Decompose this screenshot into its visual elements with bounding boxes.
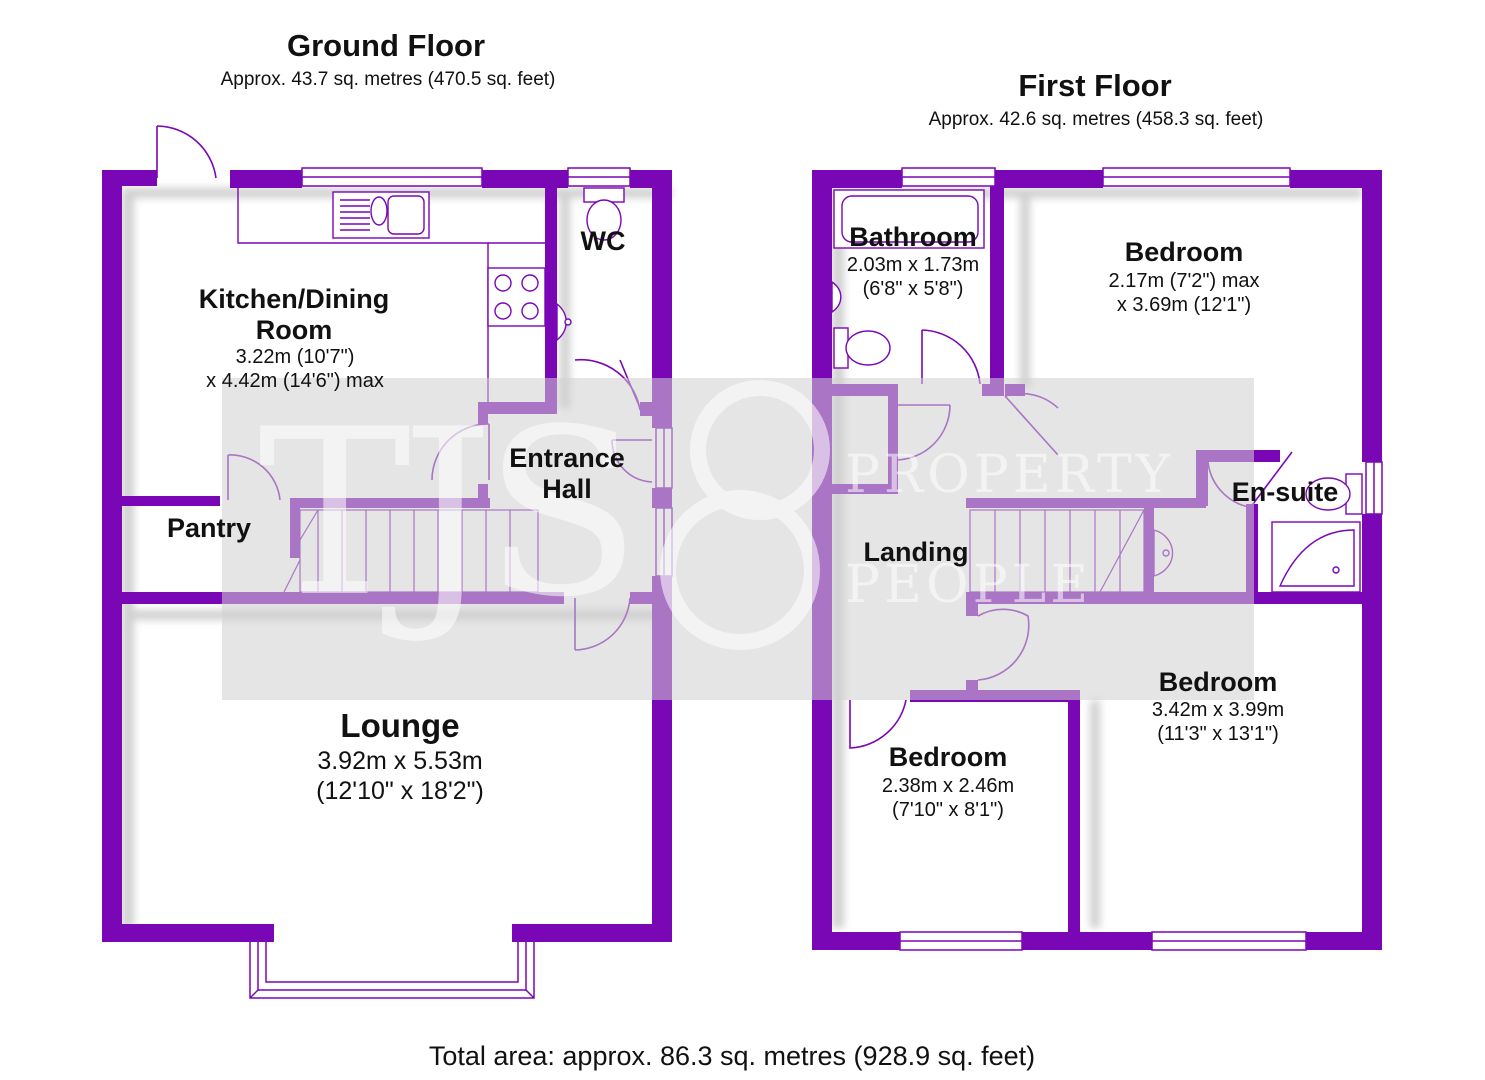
bedroom-2-label: Bedroom — [1158, 667, 1278, 697]
pantry-label: Pantry — [166, 513, 252, 543]
bedroom-3-dim-line-1: 2.38m x 2.46m — [881, 775, 1015, 797]
bathroom-dim-line-1: 2.03m x 1.73m — [846, 254, 980, 276]
lounge-dim-line-2: (12'10" x 18'2") — [316, 777, 484, 805]
kitchen-name-line-1: Kitchen/Dining — [198, 284, 390, 314]
bedroom-1-label: Bedroom — [1124, 237, 1244, 267]
kitchen-fittings — [237, 187, 625, 402]
first-floor-windows — [899, 167, 1383, 951]
watermark-line-2: PEOPLE — [845, 555, 1093, 615]
landing-label: Landing — [863, 537, 969, 567]
bedroom-1-dimensions: 2.17m (7'2") max x 3.69m (12'1") — [1109, 269, 1260, 317]
lounge-label: Lounge — [340, 707, 460, 744]
entrance-hall-label: Entrance Hall — [509, 443, 625, 505]
watermark-monogram: TJS — [258, 381, 641, 648]
lounge-dim-line-1: 3.92m x 5.53m — [317, 747, 483, 775]
kitchen-dim-line-1: 3.22m (10'7") — [235, 346, 355, 368]
bathroom-dim-line-2: (6'8" x 5'8") — [862, 278, 964, 300]
kitchen-dim-line-2: x 4.42m (14'6") max — [206, 370, 384, 392]
bedroom-3-dim-line-2: (7'10" x 8'1") — [892, 799, 1004, 821]
entrance-hall-name-line-1: Entrance — [509, 443, 625, 473]
lounge-dimensions: 3.92m x 5.53m (12'10" x 18'2") — [316, 746, 484, 806]
bedroom-2-dim-line-2: (11'3" x 13'1") — [1157, 723, 1279, 745]
wc-label: WC — [580, 226, 626, 256]
ground-floor-area: Approx. 43.7 sq. metres (470.5 sq. feet) — [220, 69, 556, 90]
bedroom-2-dimensions: 3.42m x 3.99m (11'3" x 13'1") — [1152, 698, 1284, 746]
watermark-line-1: PROPERTY — [845, 445, 1174, 505]
bathroom-dimensions: 2.03m x 1.73m (6'8" x 5'8") — [847, 253, 979, 301]
total-area: Total area: approx. 86.3 sq. metres (928… — [428, 1041, 1036, 1071]
kitchen-label: Kitchen/Dining Room — [199, 284, 390, 346]
watermark-logo — [660, 380, 830, 650]
first-floor-title: First Floor — [1018, 68, 1172, 103]
bedroom-1-dim-line-2: x 3.69m (12'1") — [1116, 294, 1252, 316]
first-floor-area: Approx. 42.6 sq. metres (458.3 sq. feet) — [928, 109, 1264, 130]
bedroom-3-label: Bedroom — [888, 742, 1008, 772]
first-floor-fittings — [831, 189, 1363, 593]
ground-floor-title: Ground Floor — [286, 28, 486, 63]
kitchen-dimensions: 3.22m (10'7") x 4.42m (14'6") max — [206, 345, 384, 393]
entrance-hall-name-line-2: Hall — [542, 474, 592, 504]
kitchen-name-line-2: Room — [255, 315, 333, 345]
bedroom-3-dimensions: 2.38m x 2.46m (7'10" x 8'1") — [882, 774, 1014, 822]
bathroom-label: Bathroom — [849, 222, 977, 252]
bedroom-2-dim-line-1: 3.42m x 3.99m — [1151, 699, 1285, 721]
bedroom-1-dim-line-1: 2.17m (7'2") max — [1108, 270, 1260, 292]
ensuite-label: En-suite — [1231, 477, 1339, 507]
